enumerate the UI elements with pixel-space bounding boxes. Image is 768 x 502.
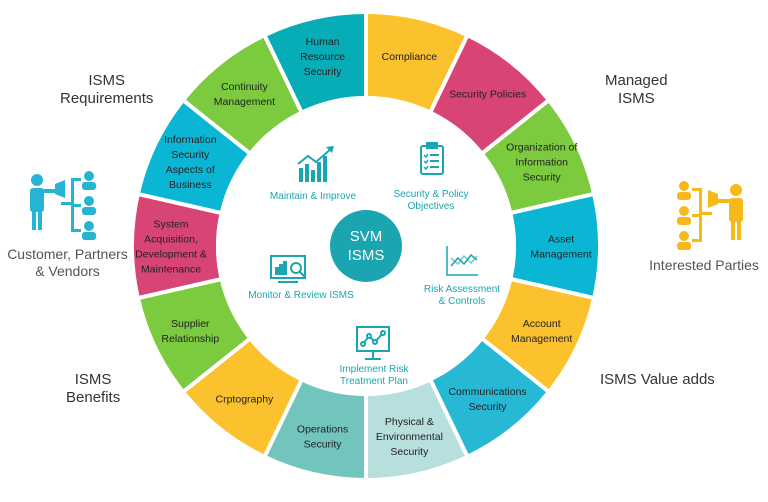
segment-label: Management xyxy=(511,333,572,345)
segment-label: Operations xyxy=(297,424,348,436)
segment-label: Human xyxy=(306,36,340,48)
segment-label: Environmental xyxy=(376,431,443,443)
segment-label: Crptography xyxy=(216,393,275,405)
segment-label: Communications xyxy=(448,386,526,398)
growth-chart-icon xyxy=(297,146,334,182)
center-hub xyxy=(330,210,402,282)
monitor-magnifier-icon xyxy=(270,255,306,283)
segment-label: Maintenance xyxy=(141,264,201,276)
inner-step-label: Risk Assessment xyxy=(424,284,500,295)
segment-label: Security xyxy=(171,149,210,161)
segment-label: Acquisition, xyxy=(144,234,198,246)
interested-parties-label: Interested Parties xyxy=(649,257,759,273)
center-line1: SVM xyxy=(350,228,383,245)
segment-label: Resource xyxy=(300,51,345,63)
segment-label: Development & xyxy=(135,249,207,261)
segment-label: Security xyxy=(304,66,343,78)
segment-label: Security xyxy=(390,446,429,458)
segment-label: Physical & xyxy=(385,416,434,428)
customer-partners-vendors-label: Customer, Partners& Vendors xyxy=(7,246,128,279)
isms-value-adds-label: ISMS Value adds xyxy=(600,371,715,388)
segment-label: Management xyxy=(214,96,275,108)
segment-label: Security Policies xyxy=(449,89,526,101)
segment-label: Relationship xyxy=(161,333,219,345)
inner-step-label: Objectives xyxy=(408,201,455,212)
clipboard-checklist-icon xyxy=(420,142,444,175)
segment-label: Information xyxy=(515,156,568,168)
inner-step-label: Maintain & Improve xyxy=(270,191,357,202)
segment-label: Security xyxy=(304,439,343,451)
segment-label: Security xyxy=(523,171,562,183)
presenter-team-icon xyxy=(677,181,743,250)
segment-label: Account xyxy=(523,318,561,330)
segment-label: Organization of xyxy=(506,141,577,153)
presenter-team-icon xyxy=(30,171,96,240)
segment-label: Management xyxy=(530,249,591,261)
inner-step-label: Monitor & Review ISMS xyxy=(248,290,354,301)
segment-label: Continuity xyxy=(221,81,268,93)
monitor-network-icon xyxy=(356,326,390,360)
inner-step-label: Implement Risk xyxy=(340,364,410,375)
inner-step-label: Treatment Plan xyxy=(340,376,408,387)
center-line2: ISMS xyxy=(348,247,385,264)
segment-label: Security xyxy=(469,401,508,413)
inner-step-label: & Controls xyxy=(439,296,486,307)
segment-label: Compliance xyxy=(382,51,438,63)
line-graph-icon xyxy=(446,246,478,276)
inner-step-label: Security & Policy xyxy=(393,189,468,200)
segment-label: Information xyxy=(164,134,217,146)
segment-label: System xyxy=(153,219,188,231)
segment-label: Supplier xyxy=(171,318,210,330)
segment-label: Business xyxy=(169,179,212,191)
segment-label: Asset xyxy=(548,234,574,246)
segment-label: Aspects of xyxy=(166,164,215,176)
